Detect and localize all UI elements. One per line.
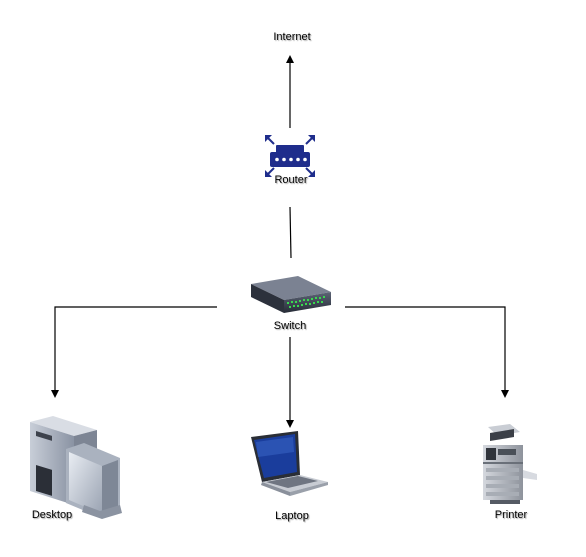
switch-icon[interactable] [251, 276, 331, 313]
desktop-icon[interactable] [30, 416, 122, 519]
switch-label: Switch [273, 320, 307, 332]
router-label: Router [274, 174, 308, 186]
laptop-label: Laptop [275, 510, 309, 522]
edge-router-to-switch [289, 206, 292, 259]
router-icon[interactable] [265, 135, 315, 177]
edge-switch-to-desktop [51, 306, 217, 398]
printer-icon[interactable] [483, 424, 537, 504]
internet-label: Internet [273, 31, 311, 43]
edge-switch-to-printer [345, 306, 509, 398]
printer-label: Printer [494, 509, 528, 521]
desktop-label: Desktop [31, 509, 73, 521]
laptop-icon[interactable] [251, 431, 328, 496]
